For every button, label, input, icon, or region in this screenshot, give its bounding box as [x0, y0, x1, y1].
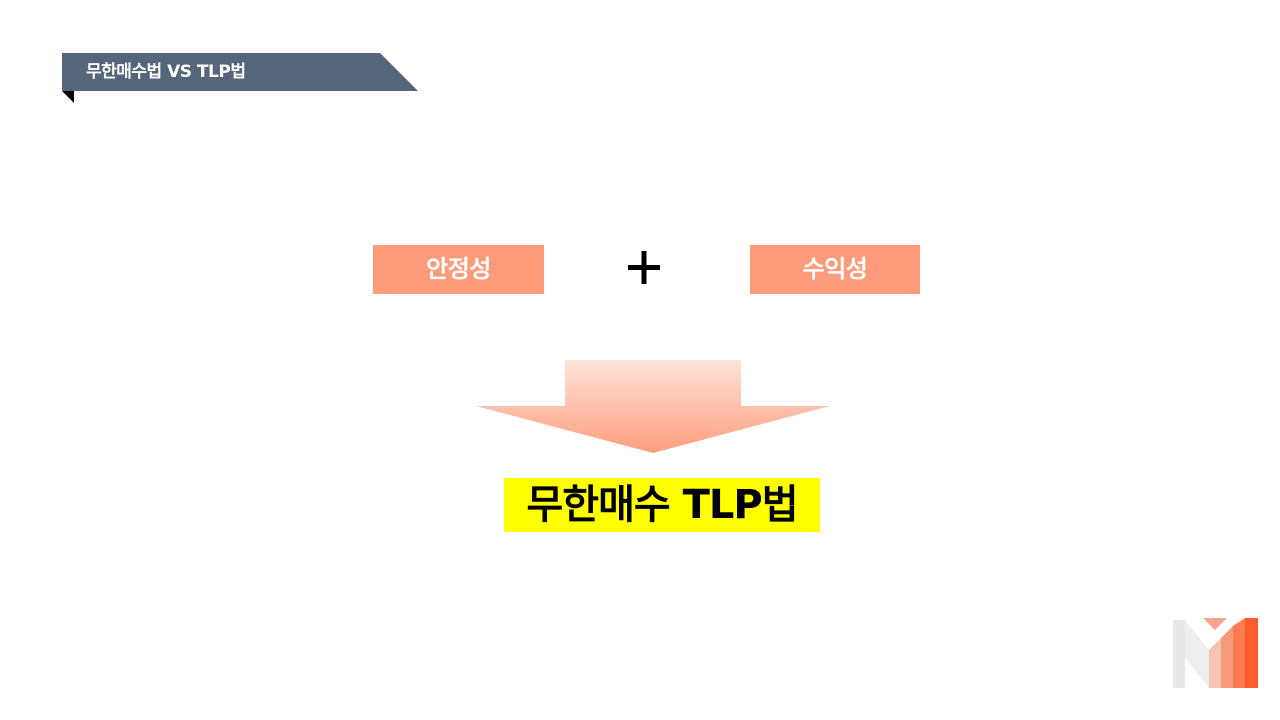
- result-label: 무한매수 TLP법: [504, 478, 820, 532]
- banner-shape: [62, 53, 418, 103]
- brand-logo-icon: [1173, 618, 1259, 690]
- page-title: 무한매수법 VS TLP법: [86, 62, 246, 82]
- stability-box: 안정성: [373, 245, 544, 294]
- down-arrow-icon: [476, 360, 830, 454]
- profitability-box: 수익성: [750, 245, 920, 294]
- plus-icon: [618, 242, 670, 294]
- title-banner: 무한매수법 VS TLP법: [62, 53, 418, 103]
